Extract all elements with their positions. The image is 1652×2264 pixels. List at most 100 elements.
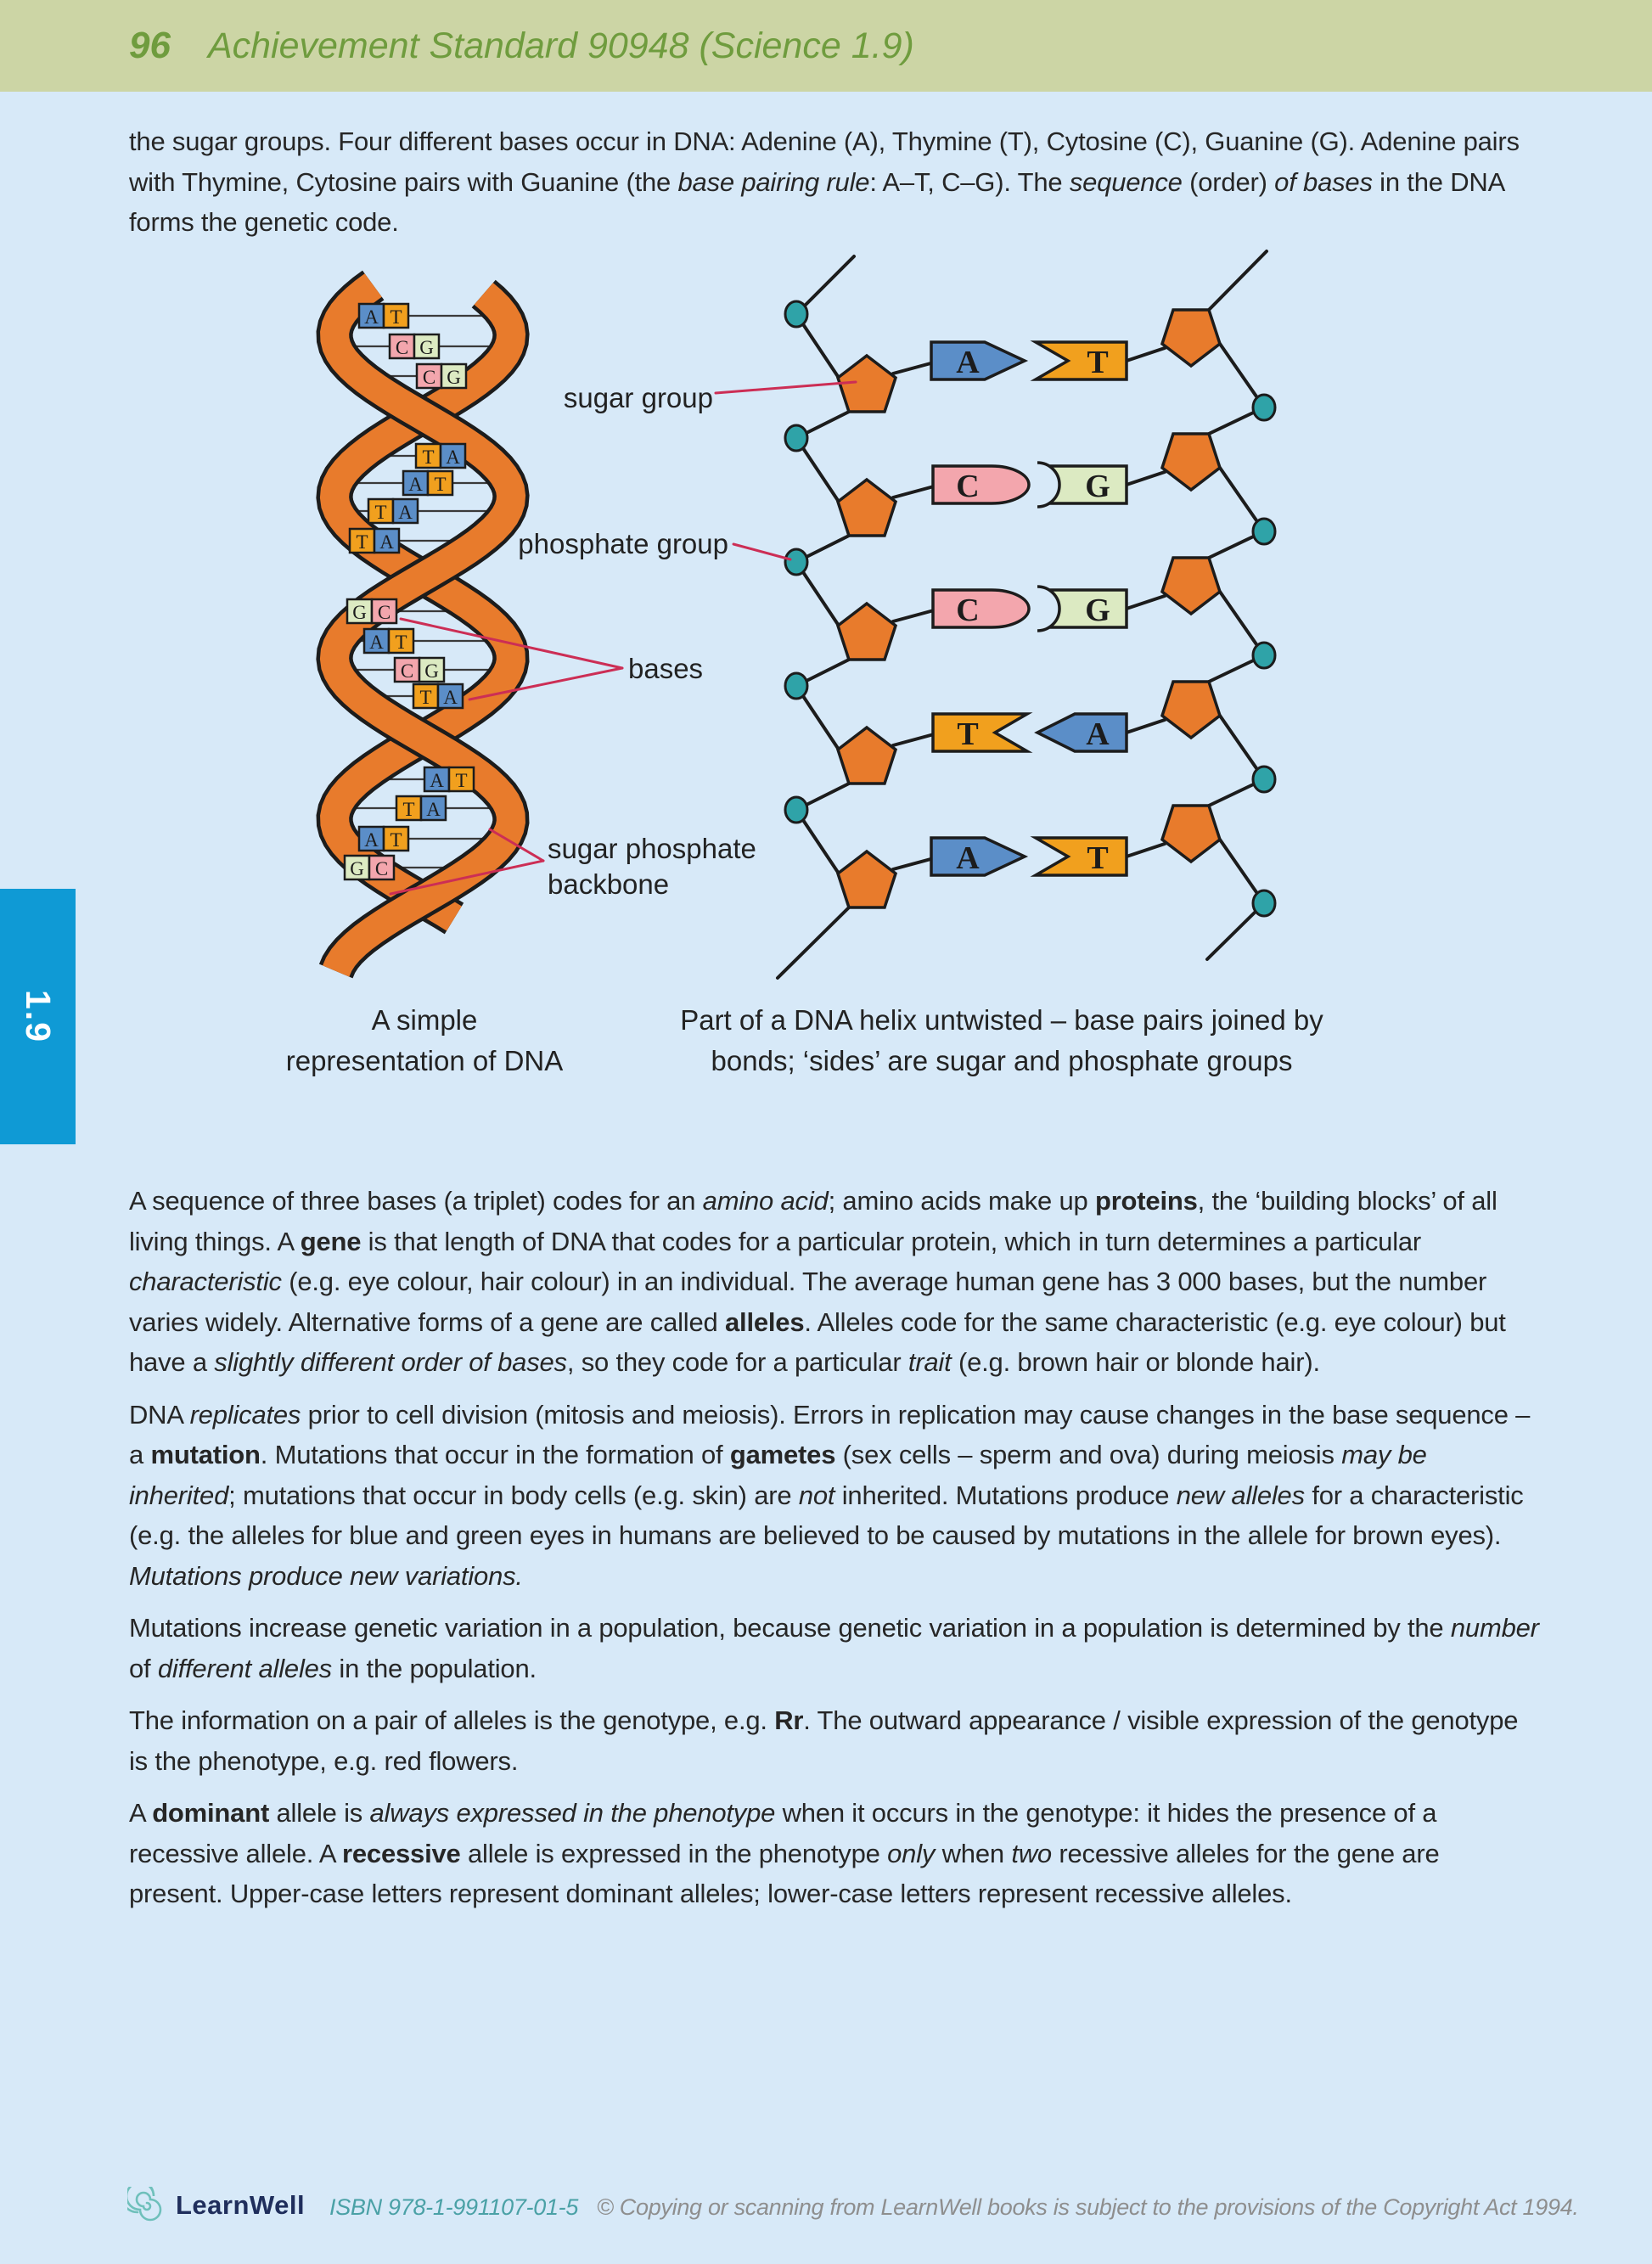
helix-base-letter: C	[375, 858, 388, 879]
paragraph-1: A sequence of three bases (a triplet) co…	[129, 1186, 1506, 1377]
learnwell-logo-icon	[127, 2187, 162, 2222]
helix-base-letter: C	[423, 367, 435, 388]
untwisted-sugars-phosphates	[784, 300, 1277, 918]
helix-base-box	[440, 362, 468, 390]
pointer-line	[399, 617, 624, 670]
isbn-text: ISBN 978-1-991107-01-5	[329, 2194, 579, 2220]
helix-base-box	[357, 302, 385, 329]
page-title: Achievement Standard 90948 (Science 1.9)	[207, 25, 914, 66]
phosphate-circle	[784, 671, 809, 700]
phosphate-circle	[784, 548, 809, 576]
copyright-text: © Copying or scanning from LearnWell boo…	[597, 2194, 1579, 2220]
helix-base-letter: C	[378, 602, 391, 623]
untwisted-base-rows: A T C G C G T A A T	[930, 340, 1128, 877]
base-letter: T	[957, 716, 978, 752]
helix-base-box	[382, 825, 410, 852]
paragraph-3: Mutations increase genetic variation in …	[129, 1613, 1539, 1683]
pointer-line	[468, 666, 624, 701]
base-letter: C	[956, 593, 979, 628]
backbone-label-line1: sugar phosphate	[548, 833, 756, 864]
paragraph-2: DNA replicates prior to cell division (m…	[129, 1399, 1531, 1591]
helix-base-letter: A	[398, 502, 413, 523]
helix-base-box	[418, 656, 446, 683]
base-shape-A	[930, 340, 1029, 381]
untwisted-caption-line2: bonds; ‘sides’ are sugar and phosphate g…	[711, 1045, 1293, 1076]
base-letter: A	[956, 840, 980, 876]
phosphate-circle	[784, 424, 809, 452]
sugar-pentagon	[1160, 308, 1222, 368]
helix-base-letter: T	[402, 799, 414, 820]
phosphate-circle	[784, 795, 809, 824]
base-shape-T	[1030, 340, 1128, 381]
phosphate-circle	[1251, 517, 1277, 546]
helix-base-box	[373, 527, 401, 554]
helix-base-box	[393, 656, 421, 683]
phosphate-circle	[1251, 889, 1277, 918]
helix-base-letter: T	[455, 770, 467, 791]
intro-paragraph: the sugar groups. Four different bases o…	[129, 126, 1520, 237]
helix-base-box	[343, 854, 371, 881]
helix-base-box	[382, 302, 410, 329]
base-letter: G	[1085, 469, 1110, 504]
base-letter: A	[1086, 716, 1110, 752]
helix-base-letter: G	[447, 367, 461, 388]
helix-base-box	[447, 766, 475, 793]
helix-base-letter: A	[426, 799, 441, 820]
base-letter: G	[1085, 593, 1110, 628]
phosphate-circle	[784, 300, 809, 329]
base-shape-A	[1034, 712, 1128, 753]
base-shape-G	[1037, 464, 1128, 505]
untwisted-caption-line1: Part of a DNA helix untwisted – base pai…	[680, 1004, 1323, 1036]
header-bar: 96 Achievement Standard 90948 (Science 1…	[0, 0, 1652, 92]
phosphate-circle	[1251, 393, 1277, 422]
base-shape-C	[931, 588, 1031, 629]
helix-base-letter: T	[422, 447, 434, 468]
helix-base-box	[412, 683, 440, 710]
helix-base-letter: A	[430, 770, 444, 791]
helix-base-letter: A	[364, 306, 379, 328]
body-text: A sequence of three bases (a triplet) co…	[129, 1181, 1540, 1926]
helix-base-box	[391, 497, 419, 525]
pointer-line	[488, 828, 545, 862]
backbone-label: sugar phosphate backbone	[548, 831, 756, 902]
sugar-pentagon	[835, 353, 898, 413]
helix-base-letter: G	[352, 602, 367, 623]
helix-base-box	[439, 442, 467, 469]
helix-base-letter: A	[446, 447, 460, 468]
paragraph-4: The information on a pair of alleles is …	[129, 1705, 1519, 1776]
base-shape-G	[1037, 588, 1128, 629]
base-letter: T	[1087, 345, 1108, 380]
helix-base-box	[388, 333, 416, 360]
helix-base-letter: T	[390, 306, 402, 328]
sugar-pentagon	[1160, 432, 1222, 492]
helix-base-letter: G	[350, 858, 364, 879]
page-number: 96	[129, 25, 171, 66]
helix-base-box	[436, 683, 464, 710]
sugar-pentagon	[1160, 556, 1222, 616]
helix-base-box	[426, 469, 454, 497]
base-letter: T	[1087, 840, 1108, 876]
base-shape-C	[931, 464, 1031, 505]
untwisted-caption: Part of a DNA helix untwisted – base pai…	[662, 1000, 1341, 1081]
helix-base-letter: T	[419, 687, 431, 708]
base-notch	[1037, 585, 1061, 632]
sugar-pentagon	[835, 477, 898, 537]
bases-label: bases	[628, 653, 704, 684]
brand-name: LearnWell	[176, 2190, 306, 2220]
phosphate-circle	[1251, 765, 1277, 794]
base-shape-A	[930, 836, 1029, 877]
sugar-pentagon	[835, 725, 898, 785]
helix-caption-line1: A simple	[371, 1004, 478, 1036]
helix-base-letter: C	[401, 660, 413, 682]
base-shape-T	[931, 712, 1033, 753]
helix-base-letter: T	[374, 502, 386, 523]
base-letter: C	[956, 469, 979, 504]
pointer-lines	[389, 380, 857, 896]
sugar-pentagon	[1160, 804, 1222, 864]
helix-base-letter: A	[379, 531, 394, 553]
phosphate-circle	[1251, 641, 1277, 670]
base-letter: A	[956, 345, 980, 380]
chapter-tab: 1.9	[0, 889, 76, 1144]
helix-base-letter: T	[434, 474, 446, 495]
